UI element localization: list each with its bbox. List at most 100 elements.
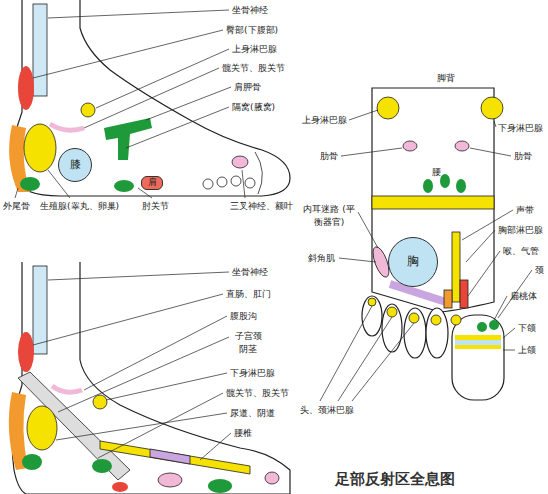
illustration-shape xyxy=(18,372,130,480)
illustration-shape xyxy=(377,97,399,119)
illustration-shape xyxy=(481,97,503,119)
illustration-shape xyxy=(455,345,501,349)
region-label: 下颌 xyxy=(518,322,536,335)
region-label: 肋骨 xyxy=(320,150,338,163)
illustration-shape xyxy=(56,413,227,440)
illustration-shape xyxy=(112,482,128,492)
illustration-shape xyxy=(93,395,107,409)
illustration-shape xyxy=(339,258,376,262)
illustration-shape xyxy=(362,296,382,336)
illustration-shape xyxy=(452,315,504,400)
region-label: 上颌 xyxy=(518,344,536,357)
illustration-shape xyxy=(494,296,507,320)
region-label: 腰椎 xyxy=(234,427,252,440)
illustration-shape xyxy=(470,148,511,156)
illustration-shape xyxy=(58,337,229,412)
illustration-shape xyxy=(22,454,42,470)
illustration-shape xyxy=(52,386,82,392)
illustration-shape xyxy=(15,188,18,198)
illustration-shape xyxy=(455,141,469,151)
illustration-shape xyxy=(440,174,450,188)
illustration-shape xyxy=(98,393,223,458)
illustration-shape xyxy=(372,88,494,312)
illustration-shape xyxy=(503,328,515,338)
view-title: 脚背 xyxy=(437,72,455,85)
illustration-shape xyxy=(50,124,84,130)
illustration-shape xyxy=(477,322,487,332)
illustration-shape xyxy=(341,148,402,156)
illustration-shape xyxy=(106,373,227,400)
region-label: 髋关节、股关节 xyxy=(222,62,285,75)
region-label: 坐骨神经 xyxy=(232,4,268,17)
illustration-shape xyxy=(444,290,452,308)
illustration-shape xyxy=(92,459,112,473)
illustration-shape xyxy=(24,124,56,172)
region-label: 肘关节 xyxy=(142,200,169,213)
illustration-shape xyxy=(33,266,47,354)
region-label: 扁桃体 xyxy=(510,290,537,303)
region-label: 胸部淋巴腺 xyxy=(498,224,543,237)
illustration-shape xyxy=(423,179,433,193)
illustration-shape xyxy=(18,332,34,372)
illustration-shape xyxy=(265,472,279,484)
illustration-shape xyxy=(18,66,34,110)
illustration-shape xyxy=(27,406,57,450)
illustration-shape xyxy=(84,316,227,390)
illustration-shape xyxy=(372,196,494,209)
illustration-shape xyxy=(409,313,419,323)
illustration-shape xyxy=(452,232,460,302)
illustration-shape xyxy=(426,308,448,358)
illustration-shape xyxy=(96,49,229,108)
region-label: 臀部(下腹部) xyxy=(226,24,278,37)
illustration-shape xyxy=(203,179,213,189)
region-label: 下身淋巴腺 xyxy=(498,122,543,135)
caption: 足部反射区全息图 xyxy=(335,470,455,489)
illustration-shape xyxy=(48,10,229,18)
leader-lines xyxy=(320,110,532,401)
region-label: 髋关节、股关节 xyxy=(226,387,289,400)
illustration-shape xyxy=(33,30,223,78)
illustration-shape xyxy=(466,230,495,262)
region-label: 外尾骨 xyxy=(3,200,30,213)
leader-lines xyxy=(33,272,231,460)
region-label: 隔窝(腋窝) xyxy=(232,101,275,114)
organ-region: 肩 xyxy=(141,176,163,190)
illustration-shape xyxy=(404,308,426,358)
illustration-shape xyxy=(200,433,231,460)
illustration-shape xyxy=(468,251,500,296)
foot-dorsum-view xyxy=(362,88,504,400)
illustration-shape xyxy=(158,473,182,487)
illustration-shape xyxy=(387,307,397,317)
illustration-shape xyxy=(460,280,468,308)
organ-region: 胸 xyxy=(388,237,438,287)
illustration-shape xyxy=(48,272,229,280)
illustration-shape xyxy=(20,177,40,191)
illustration-shape xyxy=(81,103,95,117)
illustration-shape xyxy=(390,284,446,302)
region-label: 腰 xyxy=(432,166,441,179)
illustration-shape xyxy=(12,262,290,494)
illustration-shape xyxy=(114,180,134,192)
region-label: 声带 xyxy=(516,204,534,217)
illustration-shape xyxy=(338,317,392,401)
illustration-shape xyxy=(33,4,47,96)
illustration-shape xyxy=(208,479,232,493)
region-label: 三叉神经、额叶 xyxy=(230,200,293,213)
region-label: 斜角肌 xyxy=(308,252,335,265)
illustration-shape xyxy=(455,340,501,345)
illustration-shape xyxy=(494,121,496,127)
region-label: 肋骨 xyxy=(514,150,532,163)
region-name: 胸 xyxy=(407,255,419,268)
illustration-shape xyxy=(231,176,241,186)
region-label: 头、颈淋巴腺 xyxy=(300,404,354,417)
region-label: 颈 xyxy=(535,264,544,277)
illustration-shape xyxy=(403,141,417,151)
illustration-shape xyxy=(146,87,231,120)
region-label: 坐骨神经 xyxy=(232,266,268,279)
region-label: 喉、气管 xyxy=(503,245,539,258)
region-label: 腹股沟 xyxy=(230,310,257,323)
region-label: 下身淋巴腺 xyxy=(230,367,275,380)
region-label: 上身淋巴腺 xyxy=(232,43,277,56)
